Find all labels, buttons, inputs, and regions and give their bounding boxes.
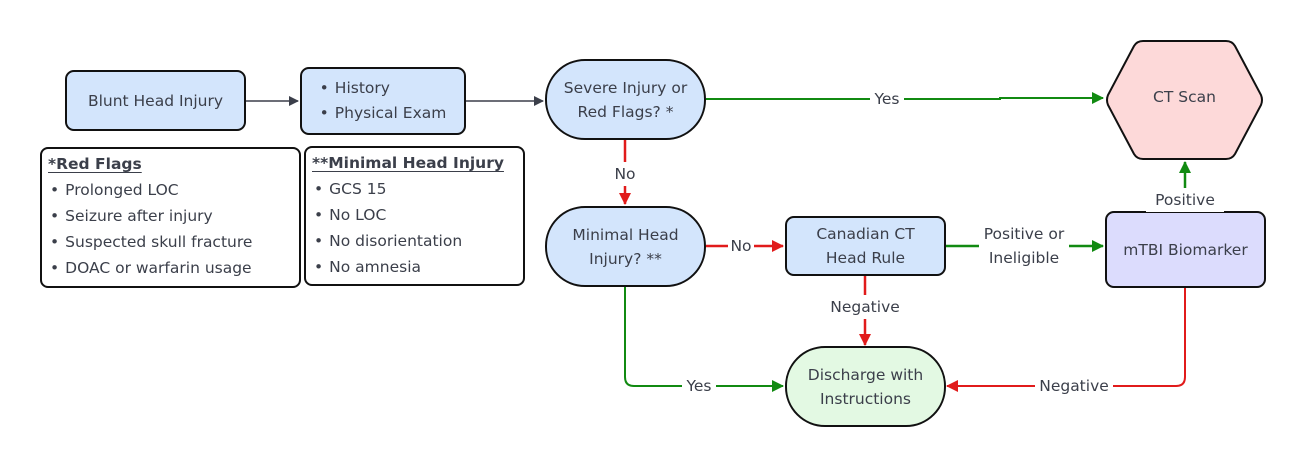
assessment-item: Physical Exam: [320, 101, 447, 126]
blunt-head-injury-label: Blunt Head Injury: [87, 91, 224, 110]
assessment-item: History: [320, 76, 447, 101]
discharge-label-line2: Instructions: [819, 389, 912, 408]
minimal-criteria-item: GCS 15: [312, 176, 517, 202]
minimal-head-injury-list: GCS 15 No LOC No disorientation No amnes…: [312, 176, 517, 280]
severe-injury-decision-node[interactable]: Severe Injury or Red Flags? *: [545, 59, 706, 140]
minimal-head-injury-title: **Minimal Head Injury: [312, 154, 504, 172]
minimal-criteria-item: No LOC: [312, 202, 517, 228]
red-flag-item: Suspected skull fracture: [48, 229, 293, 255]
mtbi-biomarker-node[interactable]: mTBI Biomarker: [1105, 211, 1266, 288]
edge-label-minimal-yes: Yes: [682, 374, 716, 398]
red-flag-item: DOAC or warfarin usage: [48, 255, 293, 281]
red-flag-item: Prolonged LOC: [48, 177, 293, 203]
minimal-head-injury-label-line1: Minimal Head: [572, 225, 679, 244]
red-flags-list: Prolonged LOC Seizure after injury Suspe…: [48, 177, 293, 281]
minimal-head-injury-note: **Minimal Head Injury GCS 15 No LOC No d…: [304, 146, 525, 286]
canadian-ct-label-line1: Canadian CT: [816, 225, 915, 243]
canadian-ct-head-rule-node[interactable]: Canadian CT Head Rule: [785, 216, 946, 276]
blunt-head-injury-node[interactable]: Blunt Head Injury: [65, 70, 246, 131]
severe-injury-label-line2: Red Flags? *: [577, 102, 674, 121]
red-flag-item: Seizure after injury: [48, 203, 293, 229]
edge-label-canadian-positive-line1: Positive or: [983, 225, 1065, 243]
edge-minimal-yes-to-discharge: [624, 287, 784, 392]
assessment-list: History Physical Exam: [320, 76, 447, 126]
edge-label-biomarker-positive: Positive: [1146, 188, 1224, 212]
edge-label-minimal-no: No: [728, 234, 754, 258]
red-flags-note: *Red Flags Prolonged LOC Seizure after i…: [40, 147, 301, 288]
minimal-head-injury-label-line2: Injury? **: [589, 249, 662, 268]
edge-label-severe-yes: Yes: [870, 87, 904, 111]
edge-label-canadian-positive: Positive or Ineligible: [979, 222, 1069, 270]
edge-label-canadian-positive-line2: Ineligible: [988, 249, 1060, 267]
minimal-head-injury-decision-node[interactable]: Minimal Head Injury? **: [545, 206, 706, 287]
assessment-node[interactable]: History Physical Exam: [300, 67, 466, 135]
edge-label-biomarker-negative: Negative: [1035, 374, 1113, 398]
edge-label-canadian-negative: Negative: [824, 295, 906, 319]
red-flags-title: *Red Flags: [48, 155, 142, 173]
mtbi-biomarker-label: mTBI Biomarker: [1123, 240, 1248, 259]
minimal-criteria-item: No disorientation: [312, 228, 517, 254]
edge-label-severe-no: No: [611, 162, 639, 186]
ct-scan-label: CT Scan: [1153, 88, 1216, 106]
canadian-ct-label-line2: Head Rule: [825, 249, 906, 267]
minimal-criteria-item: No amnesia: [312, 254, 517, 280]
discharge-label-line1: Discharge with: [807, 365, 924, 384]
edge-biomarker-negative-to-discharge: [946, 288, 1186, 392]
severe-injury-label-line1: Severe Injury or: [563, 78, 688, 97]
ct-scan-node-shape[interactable]: [1106, 40, 1263, 160]
discharge-node[interactable]: Discharge with Instructions: [785, 346, 946, 427]
edge-severe-yes-to-ct: [706, 92, 1104, 104]
